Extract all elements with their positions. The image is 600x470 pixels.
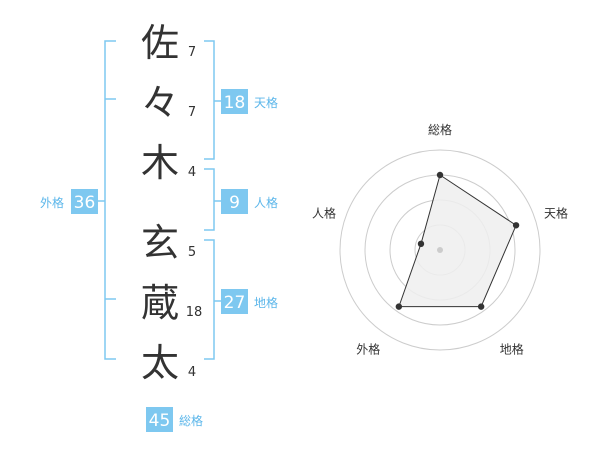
stroke-count: 4 [188,165,196,180]
radar-center-point [437,247,443,253]
name-char: 玄 [141,221,179,265]
gaikaku-badge [71,189,98,214]
radar-data-point [512,222,520,229]
gaikaku-value: 36 [74,193,96,213]
jinkaku-label: 人格 [254,195,278,210]
jinkaku-value: 9 [229,193,240,213]
stroke-count: 5 [188,245,196,260]
tenkaku-bracket [204,40,215,160]
radar-data-point [417,240,425,248]
chikaku-bracket [204,239,215,360]
chikaku-badge [221,289,248,314]
radar-axis-label: 外格 [356,342,380,357]
gaikaku-label: 外格 [40,195,64,210]
radar-axis-label: 人格 [312,205,336,220]
soukaku-value: 45 [149,411,171,431]
chikaku-value: 27 [224,293,246,313]
radar-ring [339,149,541,351]
soukaku-badge [146,407,173,432]
name-char: 太 [141,341,179,385]
chikaku-label: 地格 [254,295,278,310]
radar-data-point [395,303,403,310]
radar-axis-label: 天格 [544,205,568,220]
radar-series-polygon [398,174,517,308]
tenkaku-value: 18 [224,93,246,113]
soukaku-label: 総格 [179,413,203,428]
tenkaku-label: 天格 [254,95,278,110]
name-char: 佐 [141,21,179,65]
jinkaku-bracket [204,168,215,231]
jinkaku-badge [221,189,248,214]
name-char: 々 [141,81,179,125]
radar-data-point [436,171,444,179]
stroke-count: 7 [188,105,196,120]
name-char: 蔵 [141,281,179,325]
gaikaku-bracket [104,40,116,360]
radar-axis-label: 総格 [428,122,452,137]
stroke-count: 4 [188,365,196,380]
radar-data-point [477,303,485,310]
stroke-count: 18 [186,305,203,320]
name-char: 木 [141,141,179,185]
tenkaku-badge [221,89,248,114]
radar-axis-label: 地格 [500,342,524,357]
stroke-count: 7 [188,45,196,60]
